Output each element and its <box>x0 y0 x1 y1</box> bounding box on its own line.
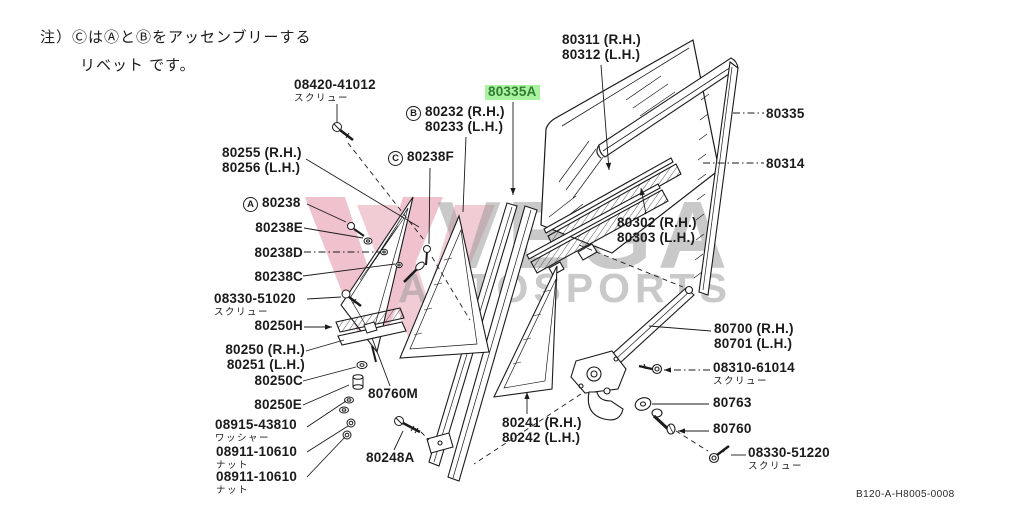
part-label-bolt-80248a: 80248A <box>366 450 415 466</box>
part-number-lh: 80251 (L.H.) <box>226 356 305 372</box>
part-number: 80238 <box>262 195 301 210</box>
part-label-rivet-80238d: 80238D <box>254 245 304 261</box>
part-number-lh: 80242 (L.H.) <box>502 429 581 445</box>
part-label-weatherstrip-80335: 80335 <box>766 106 805 122</box>
part-number: 80335A <box>485 84 540 100</box>
part-label-rail-80250h: 80250H <box>254 318 304 334</box>
part-number: 80760M <box>368 386 418 401</box>
part-number: 80311 (R.H.) <box>562 32 641 47</box>
part-label-washer-80250c: 80250C <box>254 373 304 389</box>
part-number-lh: 80233 (L.H.) <box>425 118 504 134</box>
part-label-handle-80760: 80760 <box>713 421 752 437</box>
assembly-note-line2: リベット です。 <box>80 57 196 74</box>
part-number: 08915-43810 <box>215 417 297 432</box>
part-number: 80250E <box>254 397 302 412</box>
part-type-japanese: ワッシャー <box>215 432 271 444</box>
part-number: 80250 (R.H.) <box>225 342 305 357</box>
part-type-japanese: ナット <box>216 459 250 471</box>
part-label-channel-80335a: 80335A <box>485 84 540 100</box>
part-number: 80255 (R.H.) <box>222 145 302 160</box>
part-number: 80238C <box>254 269 303 284</box>
part-label-bumper-80250e: 80250E <box>254 397 302 413</box>
part-number-lh: 80256 (L.H.) <box>222 159 301 175</box>
part-number: 80248A <box>366 450 415 465</box>
part-label-washer-80238e: 80238E <box>255 220 303 236</box>
part-number: 80302 (R.H.) <box>617 215 697 230</box>
part-label-rivet-80238f: C 80238F <box>388 149 454 166</box>
part-label-frame-80255: 80255 (R.H.)80256 (L.H.) <box>222 145 302 175</box>
part-label-glassrun-80314: 80314 <box>766 156 805 172</box>
circle-marker-b: B <box>406 105 421 121</box>
part-type-japanese: スクリュー <box>294 92 350 104</box>
assembly-note-line1: 注）ⒸはⒶとⒷをアッセンブリーする <box>40 29 312 46</box>
part-type-japanese: スクリュー <box>214 306 270 318</box>
part-number: 80238F <box>407 149 454 164</box>
part-label-screw-80238: A 80238 <box>243 195 301 212</box>
part-number: 08911-10610 <box>216 469 298 484</box>
part-number: 80763 <box>713 395 752 410</box>
part-type-japanese: ナット <box>216 484 250 496</box>
part-number: 08330-51020 <box>214 291 296 306</box>
part-label-seal-80241: 80241 (R.H.)80242 (L.H.) <box>502 415 582 445</box>
part-number: 80335 <box>766 106 805 121</box>
part-number: 80232 (R.H.) <box>425 104 505 119</box>
part-number: 80238E <box>255 220 303 235</box>
part-number: 08330-51220 <box>748 445 830 460</box>
part-label-frame-80232: B 80232 (R.H.)80233 (L.H.) <box>406 104 505 134</box>
part-number: 08911-10610 <box>216 444 298 459</box>
part-number-lh: 80303 (L.H.) <box>617 229 696 245</box>
part-number: 80250H <box>254 318 303 333</box>
part-number: 80760 <box>713 421 752 436</box>
circle-marker-a: A <box>243 196 258 212</box>
part-number: 08310-61014 <box>713 360 795 375</box>
part-label-escutcheon-80763: 80763 <box>713 395 752 411</box>
part-number: 08420-41012 <box>294 77 376 92</box>
part-label-clip-80760m: 80760M <box>368 386 418 402</box>
part-label-rail-80302: 80302 (R.H.)80303 (L.H.) <box>617 215 697 245</box>
part-label-regulator-80700: 80700 (R.H.)80701 (L.H.) <box>714 321 794 351</box>
part-label-rail-80250: 80250 (R.H.)80251 (L.H.) <box>225 342 305 372</box>
circle-marker-c: C <box>388 150 403 166</box>
part-type-japanese: スクリュー <box>748 460 804 472</box>
part-label-washer-80238c: 80238C <box>254 269 304 285</box>
part-number-lh: 80701 (L.H.) <box>714 335 793 351</box>
part-number: 80314 <box>766 156 805 171</box>
part-number: 80241 (R.H.) <box>502 415 582 430</box>
diagram-code: B120-A-H8005-0008 <box>856 489 955 500</box>
part-number-lh: 80312 (L.H.) <box>562 46 641 62</box>
part-label-glass-80311: 80311 (R.H.)80312 (L.H.) <box>562 32 641 62</box>
part-number: 80238D <box>254 245 303 260</box>
part-type-japanese: スクリュー <box>713 375 769 387</box>
part-number: 80250C <box>254 373 303 388</box>
part-number: 80700 (R.H.) <box>714 321 794 336</box>
